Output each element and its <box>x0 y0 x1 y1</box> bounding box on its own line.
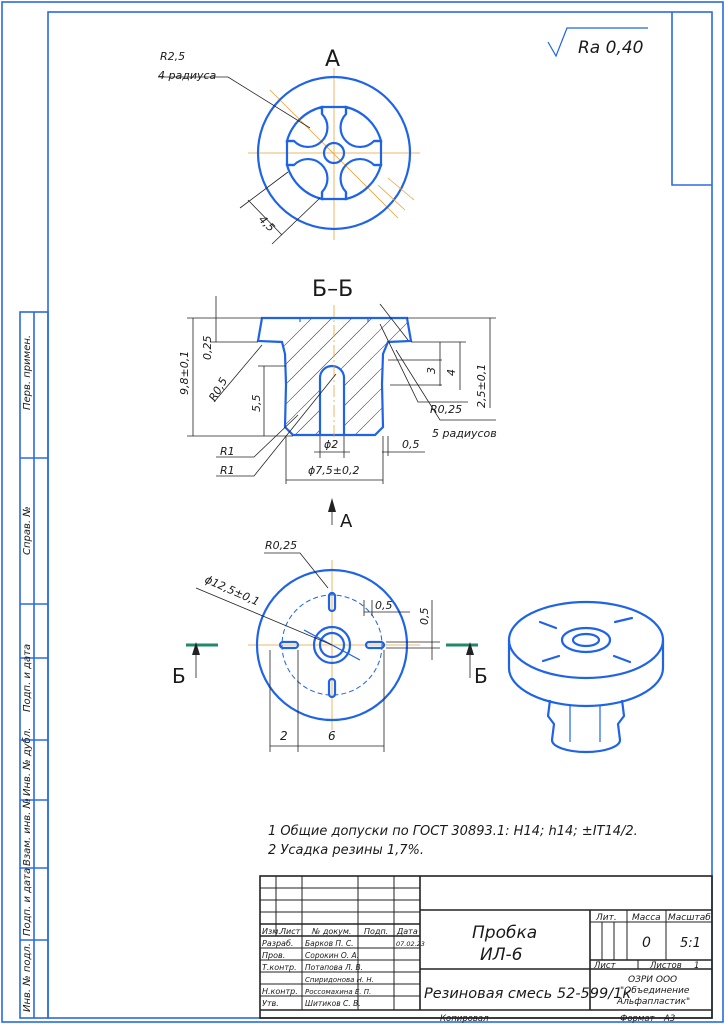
tb-sheets: 1 <box>694 961 699 971</box>
tb-role-0: Разраб. <box>262 939 293 948</box>
dim-d45: 4,5 <box>256 213 278 235</box>
bottom-view: R0,25 ϕ12,5±0,1 0,5 0,5 2 6 Б Б <box>172 539 488 752</box>
tb-name-line1: Пробка <box>472 923 537 943</box>
tb-person-1: Сорокин О. А. <box>305 951 359 960</box>
dim-r1b: R1 <box>220 464 235 477</box>
tb-org-1: ОЗРИ ООО <box>628 975 677 985</box>
tb-col-list: Лист <box>279 927 301 936</box>
dim-four-radii: 4 радиуса <box>158 69 217 82</box>
tb-role-2: Т.контр. <box>262 963 297 972</box>
section-bb: Б–Б 9,8±0,1 0,25 <box>178 277 497 484</box>
tb-sheets-label: Листов <box>649 961 682 971</box>
tb-name-line2: ИЛ-6 <box>480 945 523 965</box>
dim-d2: 2 <box>280 729 288 743</box>
dim-d55: 5,5 <box>250 395 263 413</box>
section-title: Б–Б <box>312 277 353 302</box>
tb-hdr-lit: Лит. <box>595 913 617 923</box>
dim-r05: R0,5 <box>206 375 230 403</box>
dim-h25: 2,5±0,1 <box>475 364 488 408</box>
tb-copied: Копировал <box>440 1014 489 1024</box>
dim-d4: 4 <box>445 369 458 376</box>
tb-sheet-label: Лист <box>593 961 617 971</box>
tb-col-date: Дата <box>396 927 418 936</box>
top-right-stamp <box>671 12 712 186</box>
view-arrow-a: А <box>328 498 353 532</box>
dim-h98: 9,8±0,1 <box>178 351 191 395</box>
tb-person-3: Спиридонова Н. Н. <box>305 976 374 984</box>
tb-role-5: Утв. <box>262 999 279 1008</box>
roughness-symbol: Ra 0,40 <box>547 27 648 58</box>
tb-role-1: Пров. <box>262 951 285 960</box>
tb-person-2: Потапова Л. В. <box>305 963 363 972</box>
dim-d05b: 0,5 <box>375 599 393 612</box>
tb-scale: 5:1 <box>680 936 701 951</box>
side-label-4: Взам. инв. № <box>22 798 33 866</box>
side-label-2: Подп. и дата <box>22 644 33 712</box>
dim-phi2: ϕ2 <box>324 438 338 451</box>
tb-hdr-mass: Масса <box>632 913 661 923</box>
tb-mass: 0 <box>642 935 651 951</box>
dim-d05: 0,5 <box>402 438 420 451</box>
side-label-0: Перв. примен. <box>22 335 33 410</box>
isometric-view <box>507 600 665 754</box>
tb-person-4: Россомахина Е. П. <box>305 988 371 996</box>
dim-phi75: ϕ7,5±0,2 <box>308 464 359 477</box>
tb-role-4: Н.контр. <box>262 987 298 996</box>
tb-col-izm: Изм. <box>262 927 281 936</box>
view-a-arrow-label: А <box>340 511 353 532</box>
dim-r1a: R1 <box>220 445 235 458</box>
view-a: А R2,5 4 радиуса 4,5 <box>158 47 420 245</box>
side-label-6: Инв. № подл. <box>22 943 33 1012</box>
tb-org-3: Альфапластик" <box>616 997 690 1007</box>
dim-r25: R2,5 <box>160 50 185 63</box>
dim-d025: 0,25 <box>201 336 214 361</box>
tb-col-doc: № докум. <box>311 927 351 936</box>
title-block: Изм. Лист № докум. Подп. Дата Разраб. Пр… <box>259 875 713 1024</box>
tb-date: 07.02.23 <box>396 940 425 948</box>
tb-material: Резиновая смесь 52-599/1к <box>424 986 631 1002</box>
tb-org-2: "Объединение <box>620 986 690 996</box>
dim-d05c: 0,5 <box>418 608 431 626</box>
dim-five-radii: 5 радиусов <box>432 427 497 440</box>
tb-format-label: Формат <box>620 1014 656 1024</box>
dim-d3: 3 <box>425 367 438 374</box>
tb-col-sign: Подп. <box>364 927 388 936</box>
side-label-5: Подп. и дата <box>22 868 33 936</box>
note-2: 2 Усадка резины 1,7%. <box>268 843 424 858</box>
tb-person-5: Шитиков С. В. <box>305 999 361 1008</box>
dim-r025b: R0,25 <box>265 539 297 552</box>
roughness-value: Ra 0,40 <box>578 38 644 58</box>
tb-hdr-scale: Масштаб <box>668 913 711 923</box>
view-a-title: А <box>325 47 340 72</box>
section-mark-left: Б <box>172 664 186 688</box>
tb-format: А3 <box>663 1014 675 1024</box>
side-label-3: Инв. № дубл. <box>21 728 33 796</box>
dim-d6: 6 <box>328 729 336 743</box>
left-side-strip: Перв. примен. Справ. № Подп. и дата Инв.… <box>19 311 49 1019</box>
tb-person-0: Барков П. С. <box>305 939 353 948</box>
side-label-1: Справ. № <box>22 506 33 555</box>
dim-r025: R0,25 <box>430 403 462 416</box>
note-1: 1 Общие допуски по ГОСТ 30893.1: H14; h1… <box>268 824 638 839</box>
section-mark-right: Б <box>474 664 488 688</box>
